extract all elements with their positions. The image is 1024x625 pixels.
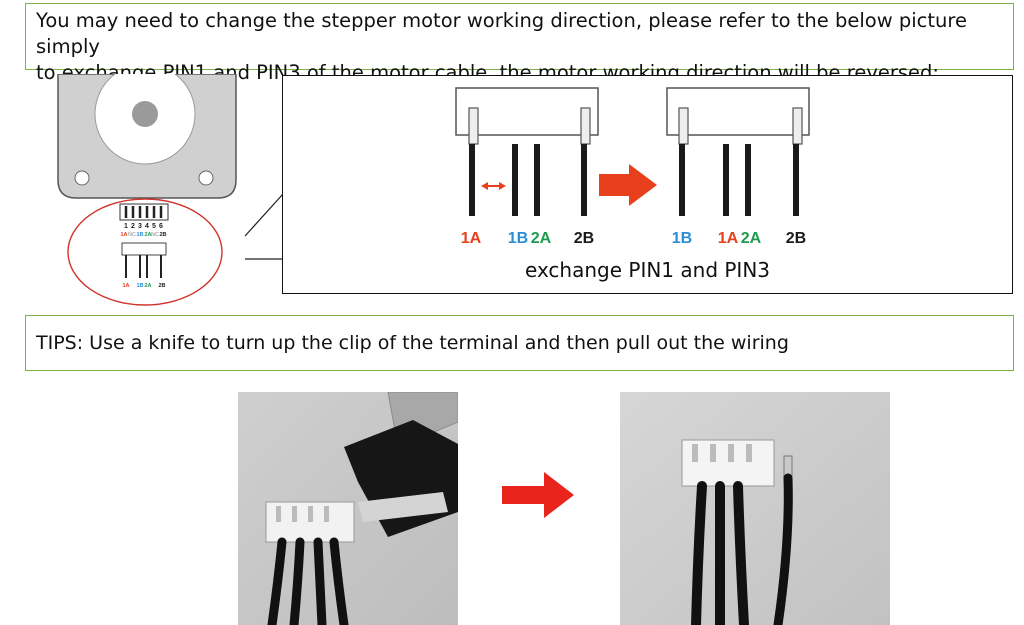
latch-left-after <box>678 107 689 145</box>
mount-hole-right <box>198 170 214 186</box>
stepper-motor-illustration: 1 2 3 4 5 6 1A NC 1B 2A NC 2B 1A 1B 2A 2… <box>57 63 237 306</box>
instruction-line-1: You may need to change the stepper motor… <box>36 9 967 58</box>
diagram-caption: exchange PIN1 and PIN3 <box>524 258 771 282</box>
cable-label-2a: 2A <box>144 283 151 289</box>
connector-label-1a: 1A <box>120 232 127 238</box>
connector-label-nc-2: NC <box>151 232 159 238</box>
pin-number-1: 1 <box>124 223 128 230</box>
label-after-1b: 1B <box>672 230 692 247</box>
pin-number-5: 5 <box>152 223 156 230</box>
label-before-2b: 2B <box>574 230 594 247</box>
callout-lines <box>244 193 284 260</box>
label-before-1b: 1B <box>508 230 528 247</box>
photo-knife-lifting-clip <box>238 392 458 625</box>
photo-arrow <box>502 472 574 518</box>
pin-number-6: 6 <box>159 223 163 230</box>
latch-right-after <box>792 107 803 145</box>
connector-label-1b: 1B <box>136 232 143 238</box>
pin-diagram-svg: 1A 1B 2A 2B 1B 1A 2A 2B <box>455 87 810 247</box>
latch-left-before <box>468 107 479 145</box>
cable-label-1b: 1B <box>136 283 143 289</box>
pin-number-3: 3 <box>138 223 142 230</box>
connector-label-2b: 2B <box>159 232 166 238</box>
pin-exchange-diagram: 1A 1B 2A 2B 1B 1A 2A 2B exchange PIN1 an… <box>282 75 1013 294</box>
connector-pins <box>124 206 163 218</box>
cable-plug <box>121 242 167 256</box>
tips-prefix: TIPS: <box>36 332 84 354</box>
label-after-1a: 1A <box>718 230 739 247</box>
photo-2-illustration <box>620 392 890 625</box>
tips-line: TIPS: Use a knife to turn up the clip of… <box>36 330 789 356</box>
stepper-motor-figure: 1 2 3 4 5 6 1A NC 1B 2A NC 2B 1A 1B 2A 2… <box>40 63 280 306</box>
connector-housing-before <box>455 87 599 136</box>
cable-label-1a: 1A <box>122 283 129 289</box>
tips-text: Use a knife to turn up the clip of the t… <box>83 332 789 354</box>
mount-hole-left <box>74 170 90 186</box>
label-before-2a: 2A <box>531 230 552 247</box>
label-after-2a: 2A <box>741 230 762 247</box>
connector-label-nc-1: NC <box>128 232 136 238</box>
cable-label-2b: 2B <box>158 283 165 289</box>
photo-wire-pulled-out <box>620 392 890 625</box>
direction-arrow <box>599 164 657 206</box>
connector-label-2a: 2A <box>144 232 151 238</box>
cable-wires <box>125 255 162 278</box>
wires-after <box>679 144 799 216</box>
label-after-2b: 2B <box>786 230 806 247</box>
pin-number-4: 4 <box>145 223 149 230</box>
latch-right-before <box>580 107 591 145</box>
connector-housing-after <box>666 87 810 136</box>
swap-arrow <box>481 182 506 190</box>
instruction-note: You may need to change the stepper motor… <box>25 3 1014 84</box>
pin-number-2: 2 <box>131 223 135 230</box>
wires-before <box>469 144 587 216</box>
tips-note: TIPS: Use a knife to turn up the clip of… <box>25 315 1014 371</box>
photo-1-illustration <box>238 392 458 625</box>
motor-shaft <box>132 101 158 127</box>
label-before-1a: 1A <box>461 230 482 247</box>
